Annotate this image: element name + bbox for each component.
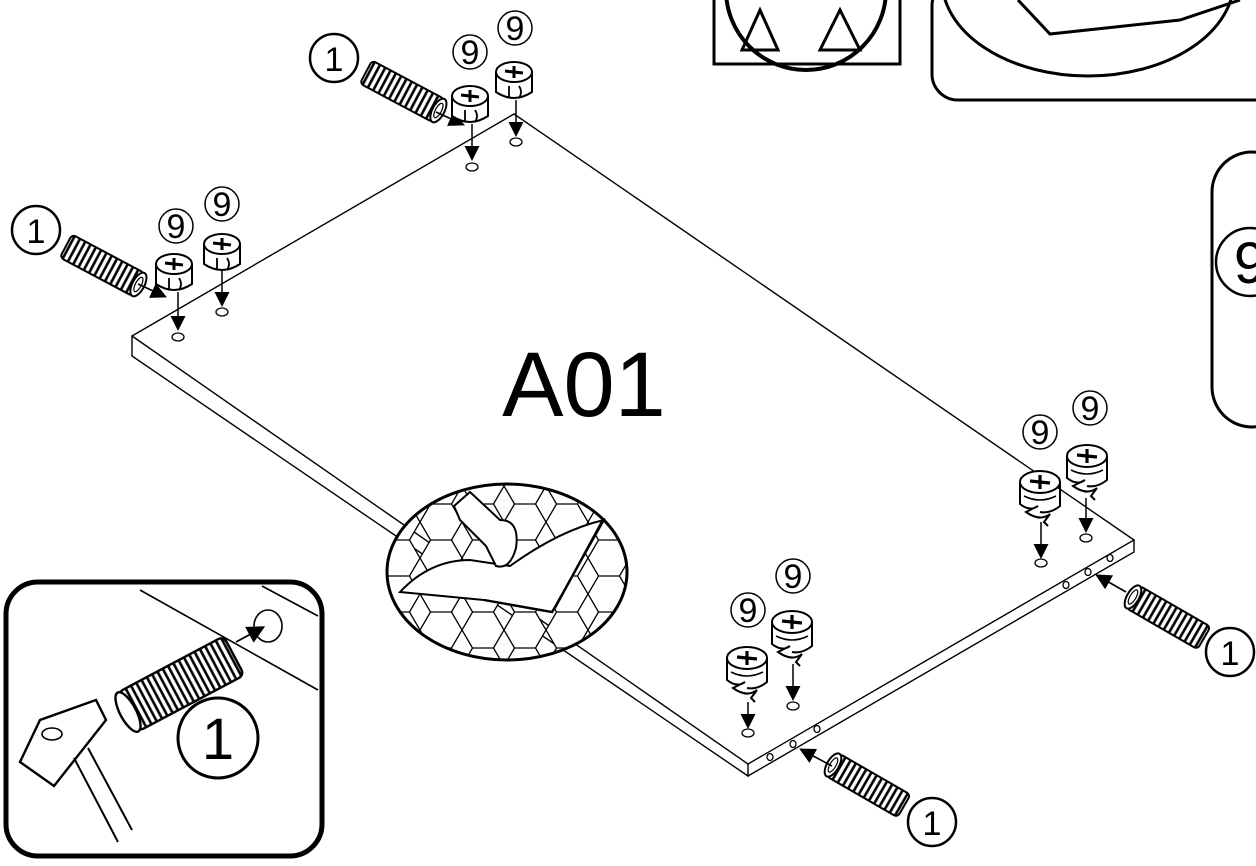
dowel-icon (58, 233, 151, 300)
dowel-icon (1120, 581, 1212, 651)
cam-lock-icon (494, 60, 534, 100)
right-partial-callout-box: 9 (1210, 150, 1256, 429)
cam-lock-icon (450, 84, 490, 124)
part-label: A01 (502, 334, 666, 436)
top-cluster: 1 9 9 (308, 10, 534, 161)
cam-number: 9 (506, 10, 525, 48)
hex-pattern-detail (385, 482, 629, 662)
hand-icon (452, 490, 518, 568)
dowel-number: 1 (27, 213, 46, 251)
cam-lock-icon (202, 232, 242, 272)
cam-lock-icon (154, 252, 194, 292)
dowel-insertion-inset: 1 (3, 579, 325, 859)
bottom-cluster: 9 9 1 (725, 558, 958, 848)
right-cluster: 9 9 1 (1018, 390, 1256, 678)
cam-number: 9 (784, 558, 803, 596)
dowel-number: 1 (923, 805, 942, 843)
hammer-icon (18, 698, 133, 843)
dowel-icon (358, 59, 451, 126)
top-left-cluster: 1 9 9 (10, 186, 242, 331)
cam-number: 9 (167, 208, 186, 246)
hex-detail-box (930, 0, 1256, 102)
inset-dowel-number: 1 (202, 707, 234, 772)
dowel-number: 1 (1221, 635, 1240, 673)
dowel-number: 1 (325, 41, 344, 79)
no-symbol-icon (724, 0, 888, 72)
dowel-icon (820, 749, 912, 819)
right-partial-number: 9 (1234, 231, 1256, 296)
cam-number: 9 (1081, 390, 1100, 428)
cam-number: 9 (461, 34, 480, 72)
cam-number: 9 (213, 186, 232, 224)
cam-number: 9 (739, 592, 758, 630)
cam-number: 9 (1031, 414, 1050, 452)
no-symbol-box (712, 0, 902, 72)
cam-lock-icon (1065, 443, 1109, 502)
